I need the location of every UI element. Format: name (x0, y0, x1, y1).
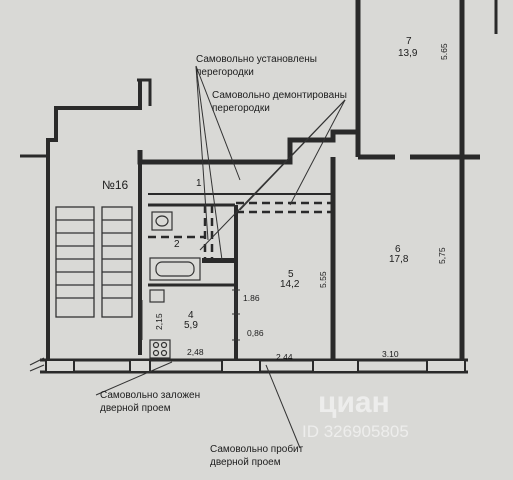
room-5-number: 5 (288, 269, 294, 280)
dim-door-2: 0,86 (247, 328, 264, 338)
removed-partitions (148, 201, 333, 258)
dim-room5-width: 2.44 (276, 352, 293, 362)
dim-room4-width: 2,48 (187, 347, 204, 357)
dim-room7-height: 5.65 (439, 43, 449, 60)
staircase (55, 206, 133, 318)
dim-room4-height: 2,15 (154, 313, 164, 330)
watermark-brand: циан (318, 386, 390, 419)
room-4-area: 5,9 (184, 320, 198, 331)
watermark: циан ID 326905805 (302, 386, 409, 441)
room-1-number: 1 (196, 178, 202, 189)
dim-room6-height: 5,75 (437, 247, 447, 264)
room-7-number: 7 (406, 36, 412, 47)
bathroom-fixtures (149, 211, 201, 359)
dim-room5-height: 5.55 (318, 271, 328, 288)
new-partition (202, 258, 235, 263)
dim-room6-width: 3.10 (382, 349, 399, 359)
dimension-labels: 5.65 5,75 5.55 2,15 1.86 0,86 2,48 2.44 … (154, 43, 449, 362)
room-6-number: 6 (395, 244, 401, 255)
room-labels: 1 2 4 5,9 5 14,2 6 17,8 7 13,9 (174, 36, 418, 331)
dimension-ticks (141, 289, 240, 341)
exterior-wall-bottom (29, 357, 468, 374)
room-2-number: 2 (174, 239, 180, 250)
walls (20, 0, 498, 372)
watermark-id: ID 326905805 (302, 422, 409, 441)
room-4-number: 4 (188, 310, 194, 321)
leader-lines (95, 65, 346, 449)
stair-label: №16 (102, 178, 129, 192)
room-7-area: 13,9 (398, 48, 418, 59)
room-5-area: 14,2 (280, 279, 300, 290)
room-6-area: 17,8 (389, 254, 409, 265)
dim-door-1: 1.86 (243, 293, 260, 303)
